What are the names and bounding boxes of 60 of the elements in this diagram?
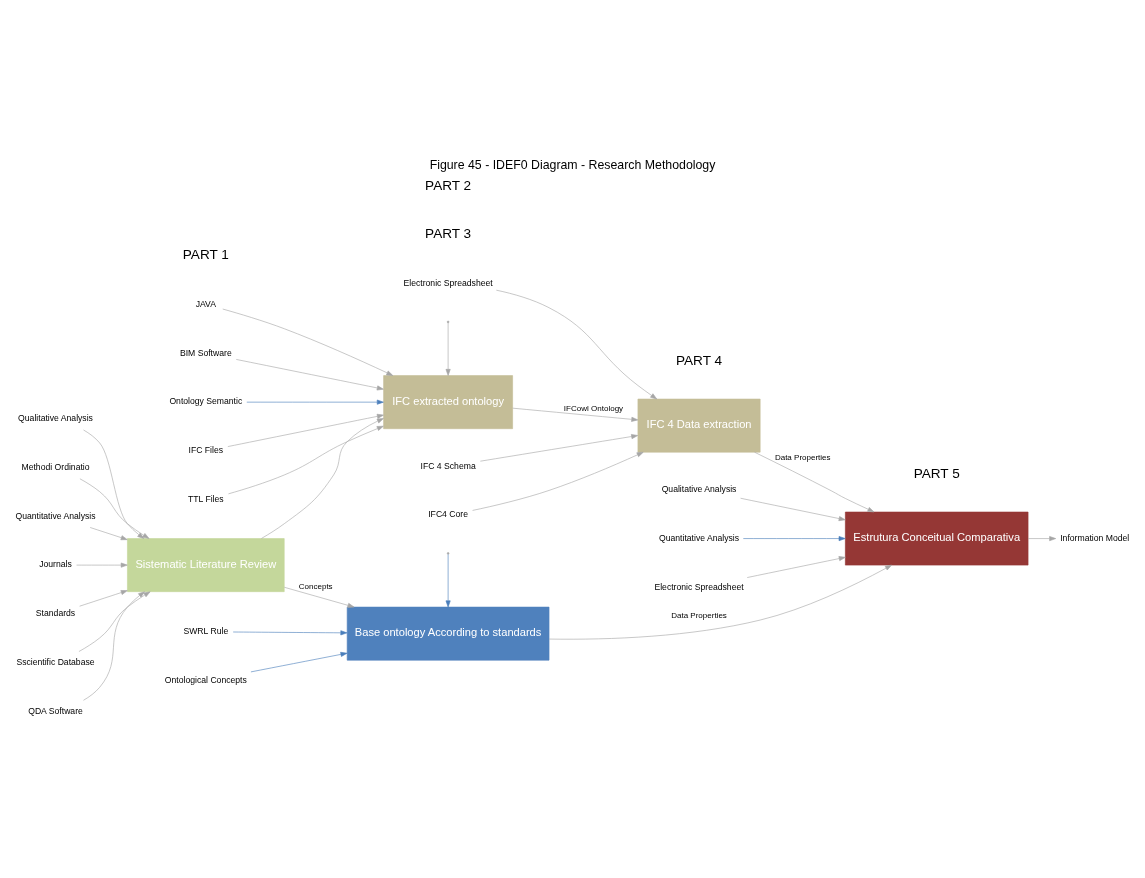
arrow — [740, 497, 846, 521]
arrow — [79, 589, 128, 606]
arrow — [222, 308, 394, 376]
arrow — [512, 407, 639, 422]
node-text: BIM Software — [179, 347, 232, 358]
label: PART 2 — [425, 177, 472, 193]
arrow — [472, 451, 644, 511]
arrow — [79, 477, 150, 539]
diagram-title: Figure 45 - IDEF0 Diagram - Research Methodology — [429, 157, 716, 172]
node-text: Information Model — [1060, 532, 1130, 543]
node-text: IFC 4 Schema — [420, 460, 476, 471]
node-text: Ontology Semantic — [169, 395, 243, 406]
node-text: SWRL Rule — [183, 625, 229, 636]
arrow — [1027, 535, 1057, 541]
arrow — [76, 562, 128, 568]
arrow — [743, 535, 846, 541]
arrow — [246, 399, 384, 405]
node-text: Sscientific Database — [16, 656, 95, 667]
node-box: Sistematic Literature Review — [127, 537, 285, 592]
arrow — [83, 590, 145, 701]
arrow — [496, 289, 658, 399]
arrow — [284, 586, 355, 608]
arrow — [250, 651, 348, 672]
arrow — [89, 526, 128, 540]
node-text: JAVA — [195, 298, 216, 309]
node-box: Base ontology According to standards — [346, 606, 550, 660]
node-text: Electronic Spreadsheet — [403, 277, 493, 288]
node-text: Qualitative Analysis — [18, 412, 93, 423]
node-text: Standards — [35, 607, 76, 618]
arrow — [227, 413, 384, 447]
arrow — [228, 425, 384, 494]
node-text: Methodi Ordinatio — [21, 461, 90, 472]
node-text: Ontological Concepts — [164, 674, 247, 685]
node-text: TTL Files — [188, 493, 224, 504]
node-text: IFC Files — [188, 444, 224, 455]
node-text: Journals — [39, 558, 72, 569]
arrow — [445, 553, 451, 607]
arrow — [480, 433, 639, 461]
node-box: Estrutura Conceitual Comparativa — [845, 511, 1029, 565]
label: PART 4 — [676, 352, 723, 368]
arrow — [232, 629, 348, 635]
arrow — [548, 564, 892, 639]
node-box: IFC 4 Data extraction — [637, 398, 761, 452]
arrow — [261, 417, 384, 539]
label: PART 1 — [182, 246, 229, 262]
label: PART 3 — [425, 225, 472, 241]
arrow — [235, 358, 384, 390]
node-text: IFC4 Core — [428, 508, 469, 519]
arrow — [445, 322, 451, 376]
node-text: Electronic Spreadsheet — [654, 581, 744, 592]
node-text: Qualitative Analysis — [661, 483, 737, 494]
arrow — [78, 590, 151, 652]
node-text: Quantitative Analysis — [15, 510, 96, 521]
arrow — [754, 451, 875, 512]
node-text: QDA Software — [28, 705, 83, 716]
arrow — [746, 555, 846, 578]
arrow — [83, 429, 145, 539]
node-box: IFC extracted ontology — [383, 374, 513, 429]
label: PART 5 — [913, 465, 960, 481]
node-text: Quantitative Analysis — [659, 532, 740, 543]
